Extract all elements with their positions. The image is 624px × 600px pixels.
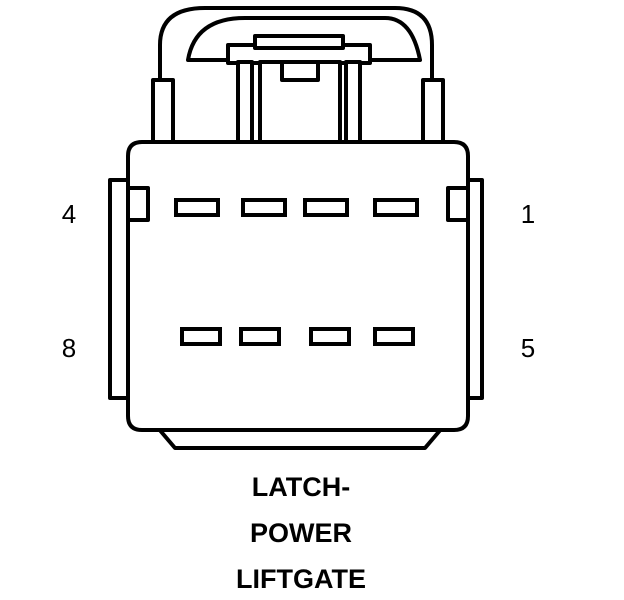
pin-label-bottom-left: 8 bbox=[62, 333, 76, 363]
terminal-cavity-pin-4 bbox=[174, 198, 220, 217]
latch-column-right bbox=[344, 60, 362, 144]
terminal-cavity-pin-7 bbox=[239, 327, 281, 346]
connector-body bbox=[126, 140, 470, 432]
latch-column-left bbox=[236, 60, 254, 144]
pin-label-bottom-right: 5 bbox=[521, 333, 535, 363]
latch-core-window bbox=[280, 60, 320, 82]
terminal-cavity-pin-6 bbox=[309, 327, 351, 346]
pin-label-top-right: 1 bbox=[521, 199, 535, 229]
terminal-cavity-pin-3 bbox=[241, 198, 287, 217]
terminal-cavity-pin-2 bbox=[303, 198, 349, 217]
terminal-cavity-pin-5 bbox=[373, 327, 415, 346]
latch-post-right bbox=[421, 78, 445, 144]
terminal-cavity-pin-1 bbox=[373, 198, 419, 217]
caption-line-2: POWER bbox=[250, 518, 352, 548]
side-notch-right bbox=[446, 186, 470, 222]
latch-post-left bbox=[151, 78, 175, 144]
pin-label-top-left: 4 bbox=[62, 199, 76, 229]
caption-line-3: LIFTGATE bbox=[236, 564, 366, 594]
side-notch-left bbox=[126, 186, 150, 222]
caption-line-1: LATCH- bbox=[252, 472, 350, 502]
terminal-cavity-pin-8 bbox=[180, 327, 222, 346]
latch-tab bbox=[253, 34, 345, 50]
